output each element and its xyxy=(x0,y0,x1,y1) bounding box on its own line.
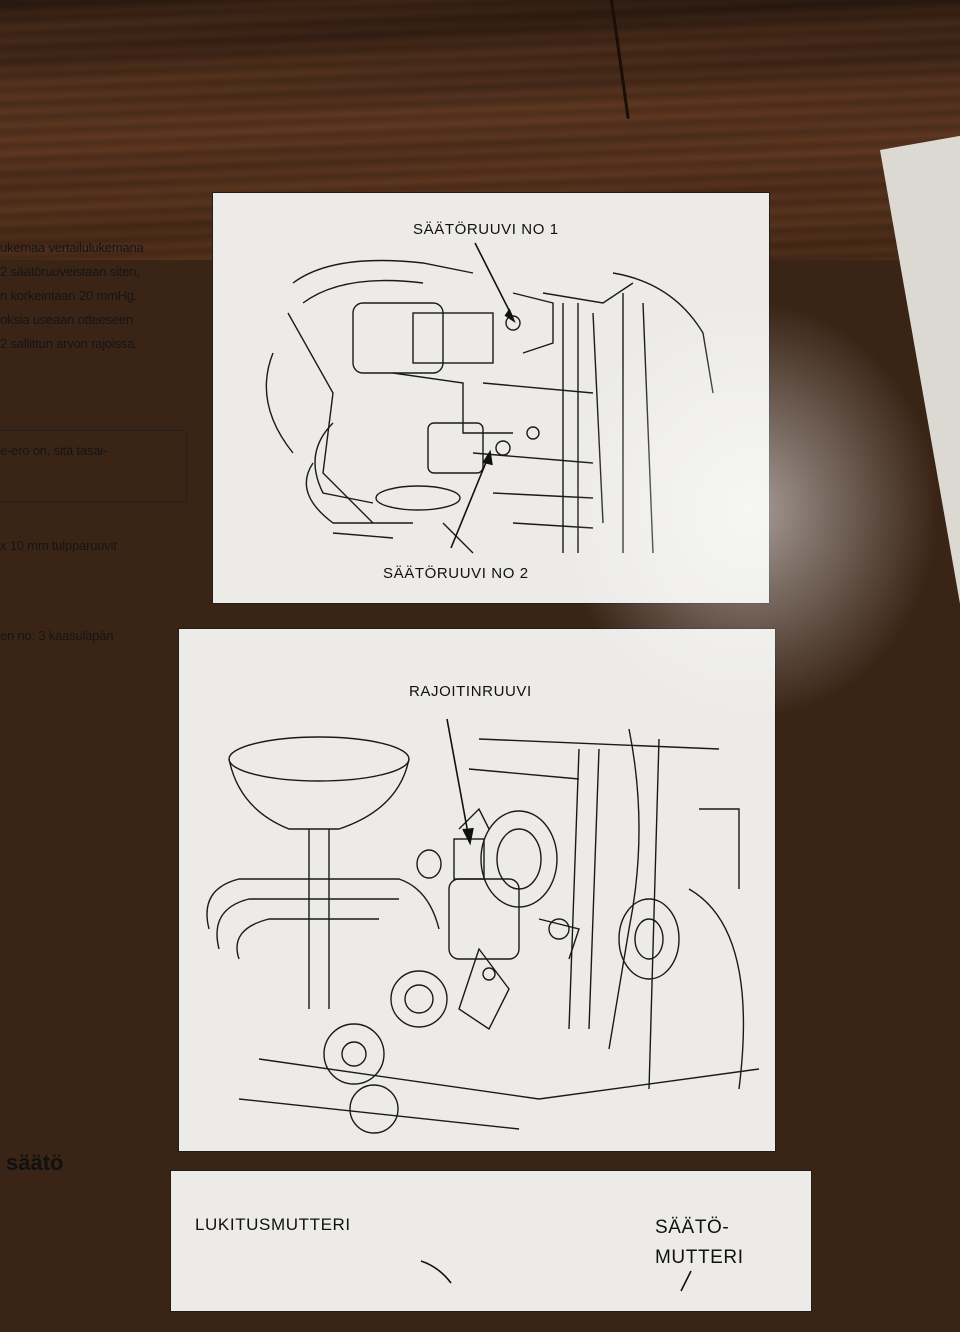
note-box-text: e-ero on, sitä tasai- xyxy=(0,443,108,458)
body-text-line-4: oksia useaan otteeseen xyxy=(0,312,133,327)
section-heading: säätö xyxy=(6,1150,64,1175)
label-lukitusmutteri: LUKITUSMUTTERI xyxy=(195,1215,351,1234)
figure-1-carburetor-adjust-screws: SÄÄTÖRUUVI NO 1 SÄÄTÖRUUVI NO 2 xyxy=(212,192,770,604)
label-saatoruuvi-no1: SÄÄTÖRUUVI NO 1 xyxy=(413,221,559,238)
body-text-line-2: 2 säätöruuveistaan siten, xyxy=(0,264,140,279)
label-rajoitinruuvi: RAJOITINRUUVI xyxy=(409,683,532,700)
body-text-line-3: n korkeintaan 20 mmHg. xyxy=(0,288,138,303)
label-saato: SÄÄTÖ- xyxy=(655,1217,730,1238)
figure-2-limiter-screw: RAJOITINRUUVI xyxy=(178,628,776,1152)
right-page-edge xyxy=(880,129,960,1332)
body-text-line-1: ukemaa vertailulukemana xyxy=(0,240,144,255)
figure-2-line-drawing xyxy=(206,718,760,1134)
figure-3-lock-nut-adjust: LUKITUSMUTTERI SÄÄTÖ- MUTTERI xyxy=(170,1170,812,1312)
body-text-tulpparuuvit: x 10 mm tulpparuuvit xyxy=(0,538,117,553)
label-mutteri: MUTTERI xyxy=(655,1247,744,1268)
body-text-kaasulappa: en no: 3 kaasuläpän xyxy=(0,628,114,643)
body-text-line-5: 2 sallittun arvon rajoissa. xyxy=(0,336,138,351)
label-saatoruuvi-no2: SÄÄTÖRUUVI NO 2 xyxy=(383,565,529,582)
figure-3-line-drawing xyxy=(420,1260,692,1292)
note-box: e-ero on, sitä tasai- xyxy=(0,430,187,502)
figure-1-line-drawing xyxy=(265,242,714,554)
